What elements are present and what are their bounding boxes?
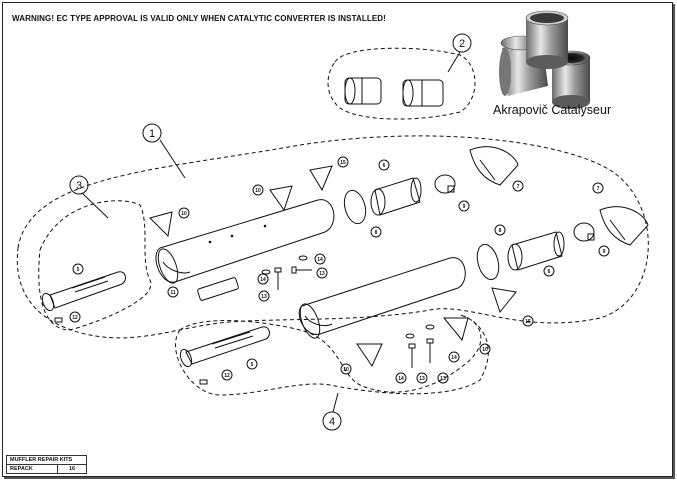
- callout-4: 4: [329, 416, 335, 428]
- photo-caption: Akrapovič Catalyseur: [493, 103, 612, 117]
- end-cap-upper: [370, 177, 422, 216]
- callout-7a: 7: [517, 184, 520, 190]
- callout-13b: 13: [319, 271, 325, 277]
- sleeve-part-2b: [402, 79, 444, 107]
- callout-14d: 14: [451, 355, 457, 361]
- bolt-13b: [291, 266, 312, 274]
- callout-13c: 13: [419, 376, 425, 382]
- mount-10-a: [269, 185, 293, 212]
- callout-14a: 14: [260, 277, 266, 283]
- washer-14a: [261, 269, 271, 275]
- muffler-upper: [155, 199, 335, 284]
- callout-13a: 13: [261, 294, 267, 300]
- heat-shield-11: [197, 277, 239, 301]
- mount-15-a: [309, 165, 333, 192]
- hose-clamp-upper: [434, 174, 456, 194]
- mount-10-c: [442, 317, 469, 342]
- bolt-12a: [54, 317, 63, 323]
- callout-15a: 15: [340, 160, 346, 166]
- bolt-13d: [426, 338, 434, 363]
- callout-15b: 15: [525, 319, 531, 325]
- callout-6b: 6: [548, 269, 551, 275]
- callout-8b: 8: [499, 228, 502, 234]
- callout-13d: 13: [440, 376, 446, 382]
- washer-14c: [405, 333, 415, 339]
- callout-5a: 5: [77, 267, 80, 273]
- table-row-value: 16: [57, 464, 87, 474]
- washer-14d: [425, 324, 435, 330]
- callout-10b: 10: [181, 211, 187, 217]
- bolt-13c: [408, 343, 416, 368]
- mount-10-b: [149, 211, 173, 238]
- callout-9a: 9: [463, 204, 466, 210]
- bracket-lower: [599, 206, 649, 246]
- link-pipe-lower: [179, 326, 270, 368]
- callout-12a: 12: [72, 315, 78, 321]
- callout-8a: 8: [375, 230, 378, 236]
- group-outline-3: [38, 200, 152, 331]
- bolt-12b: [199, 379, 208, 385]
- callout-1: 1: [149, 128, 155, 140]
- callout-10a: 10: [255, 188, 261, 194]
- callout-14c: 14: [398, 376, 404, 382]
- hose-clamp-lower: [573, 222, 595, 242]
- callout-3: 3: [76, 180, 82, 192]
- callout-10d: 10: [343, 367, 349, 373]
- callout-7b: 7: [597, 186, 600, 192]
- link-pipe-upper: [41, 271, 126, 312]
- callout-9b: 9: [603, 249, 606, 255]
- callout-6a: 6: [383, 163, 386, 169]
- sleeve-part-2a: [344, 77, 382, 105]
- group-outline-2: [327, 47, 476, 120]
- group-outline-1: [16, 135, 649, 339]
- bolt-13a: [274, 267, 282, 290]
- clamp-lower: [476, 243, 500, 281]
- mount-10-d: [356, 343, 383, 368]
- table-row-label: REPACK: [6, 464, 58, 474]
- callout-14b: 14: [317, 257, 323, 263]
- callout-10c: 10: [482, 347, 488, 353]
- muffler-lower: [298, 257, 466, 339]
- callout-2: 2: [459, 38, 465, 50]
- clamp-upper: [343, 189, 367, 225]
- callout-5b: 5: [251, 362, 254, 368]
- warning-text: WARNING! EC TYPE APPROVAL IS VALID ONLY …: [12, 14, 386, 23]
- mount-15-b: [491, 287, 517, 314]
- repair-kits-table: MUFFLER REPAIR KITS REPACK 16: [6, 455, 87, 474]
- callout-12b: 12: [224, 373, 230, 379]
- catalytic-converter-photo-icon: [499, 10, 591, 109]
- bracket-upper: [469, 146, 519, 186]
- table-header: MUFFLER REPAIR KITS: [6, 455, 87, 465]
- end-cap-lower: [507, 231, 565, 271]
- callout-11: 11: [170, 290, 176, 296]
- washer-14b: [298, 255, 308, 261]
